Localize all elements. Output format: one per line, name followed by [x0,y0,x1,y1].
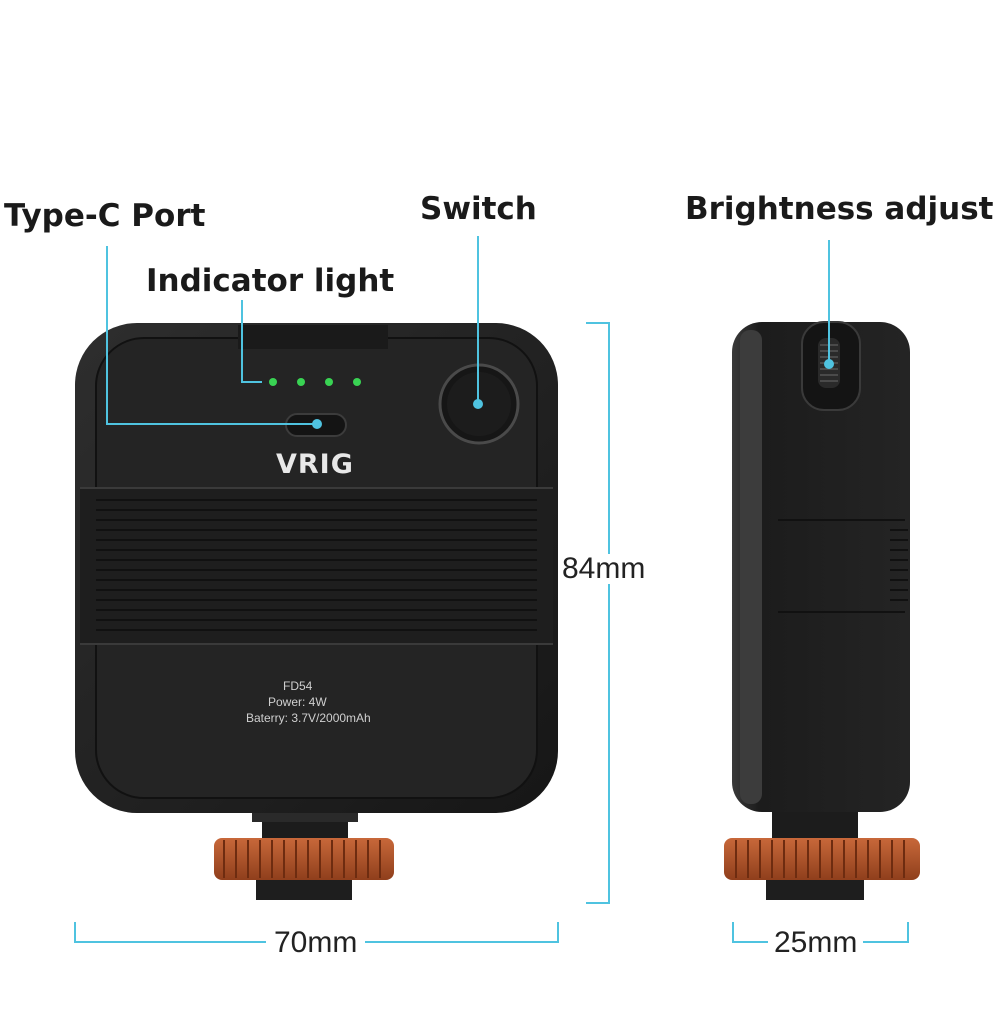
width-dimension: 70mm [266,928,366,958]
front-view [75,323,558,900]
indicator-light-label: Indicator light [146,263,395,299]
height-dimension: 84mm [560,552,648,585]
type-c-port-label: Type-C Port [4,198,206,234]
switch-marker [473,399,483,409]
brightness-marker [824,359,834,369]
depth-dimension: 25mm [768,928,864,958]
brightness-adjust-label: Brightness adjust [685,191,994,227]
indicator-leds [269,378,361,386]
model-text: FD54 [283,679,313,693]
battery-text: Baterry: 3.7V/2000mAh [246,711,371,725]
brand-logo: VRIG [276,449,354,480]
type-c-marker [312,419,322,429]
switch-label: Switch [420,191,537,227]
power-text: Power: 4W [268,695,327,709]
side-view [724,321,920,900]
